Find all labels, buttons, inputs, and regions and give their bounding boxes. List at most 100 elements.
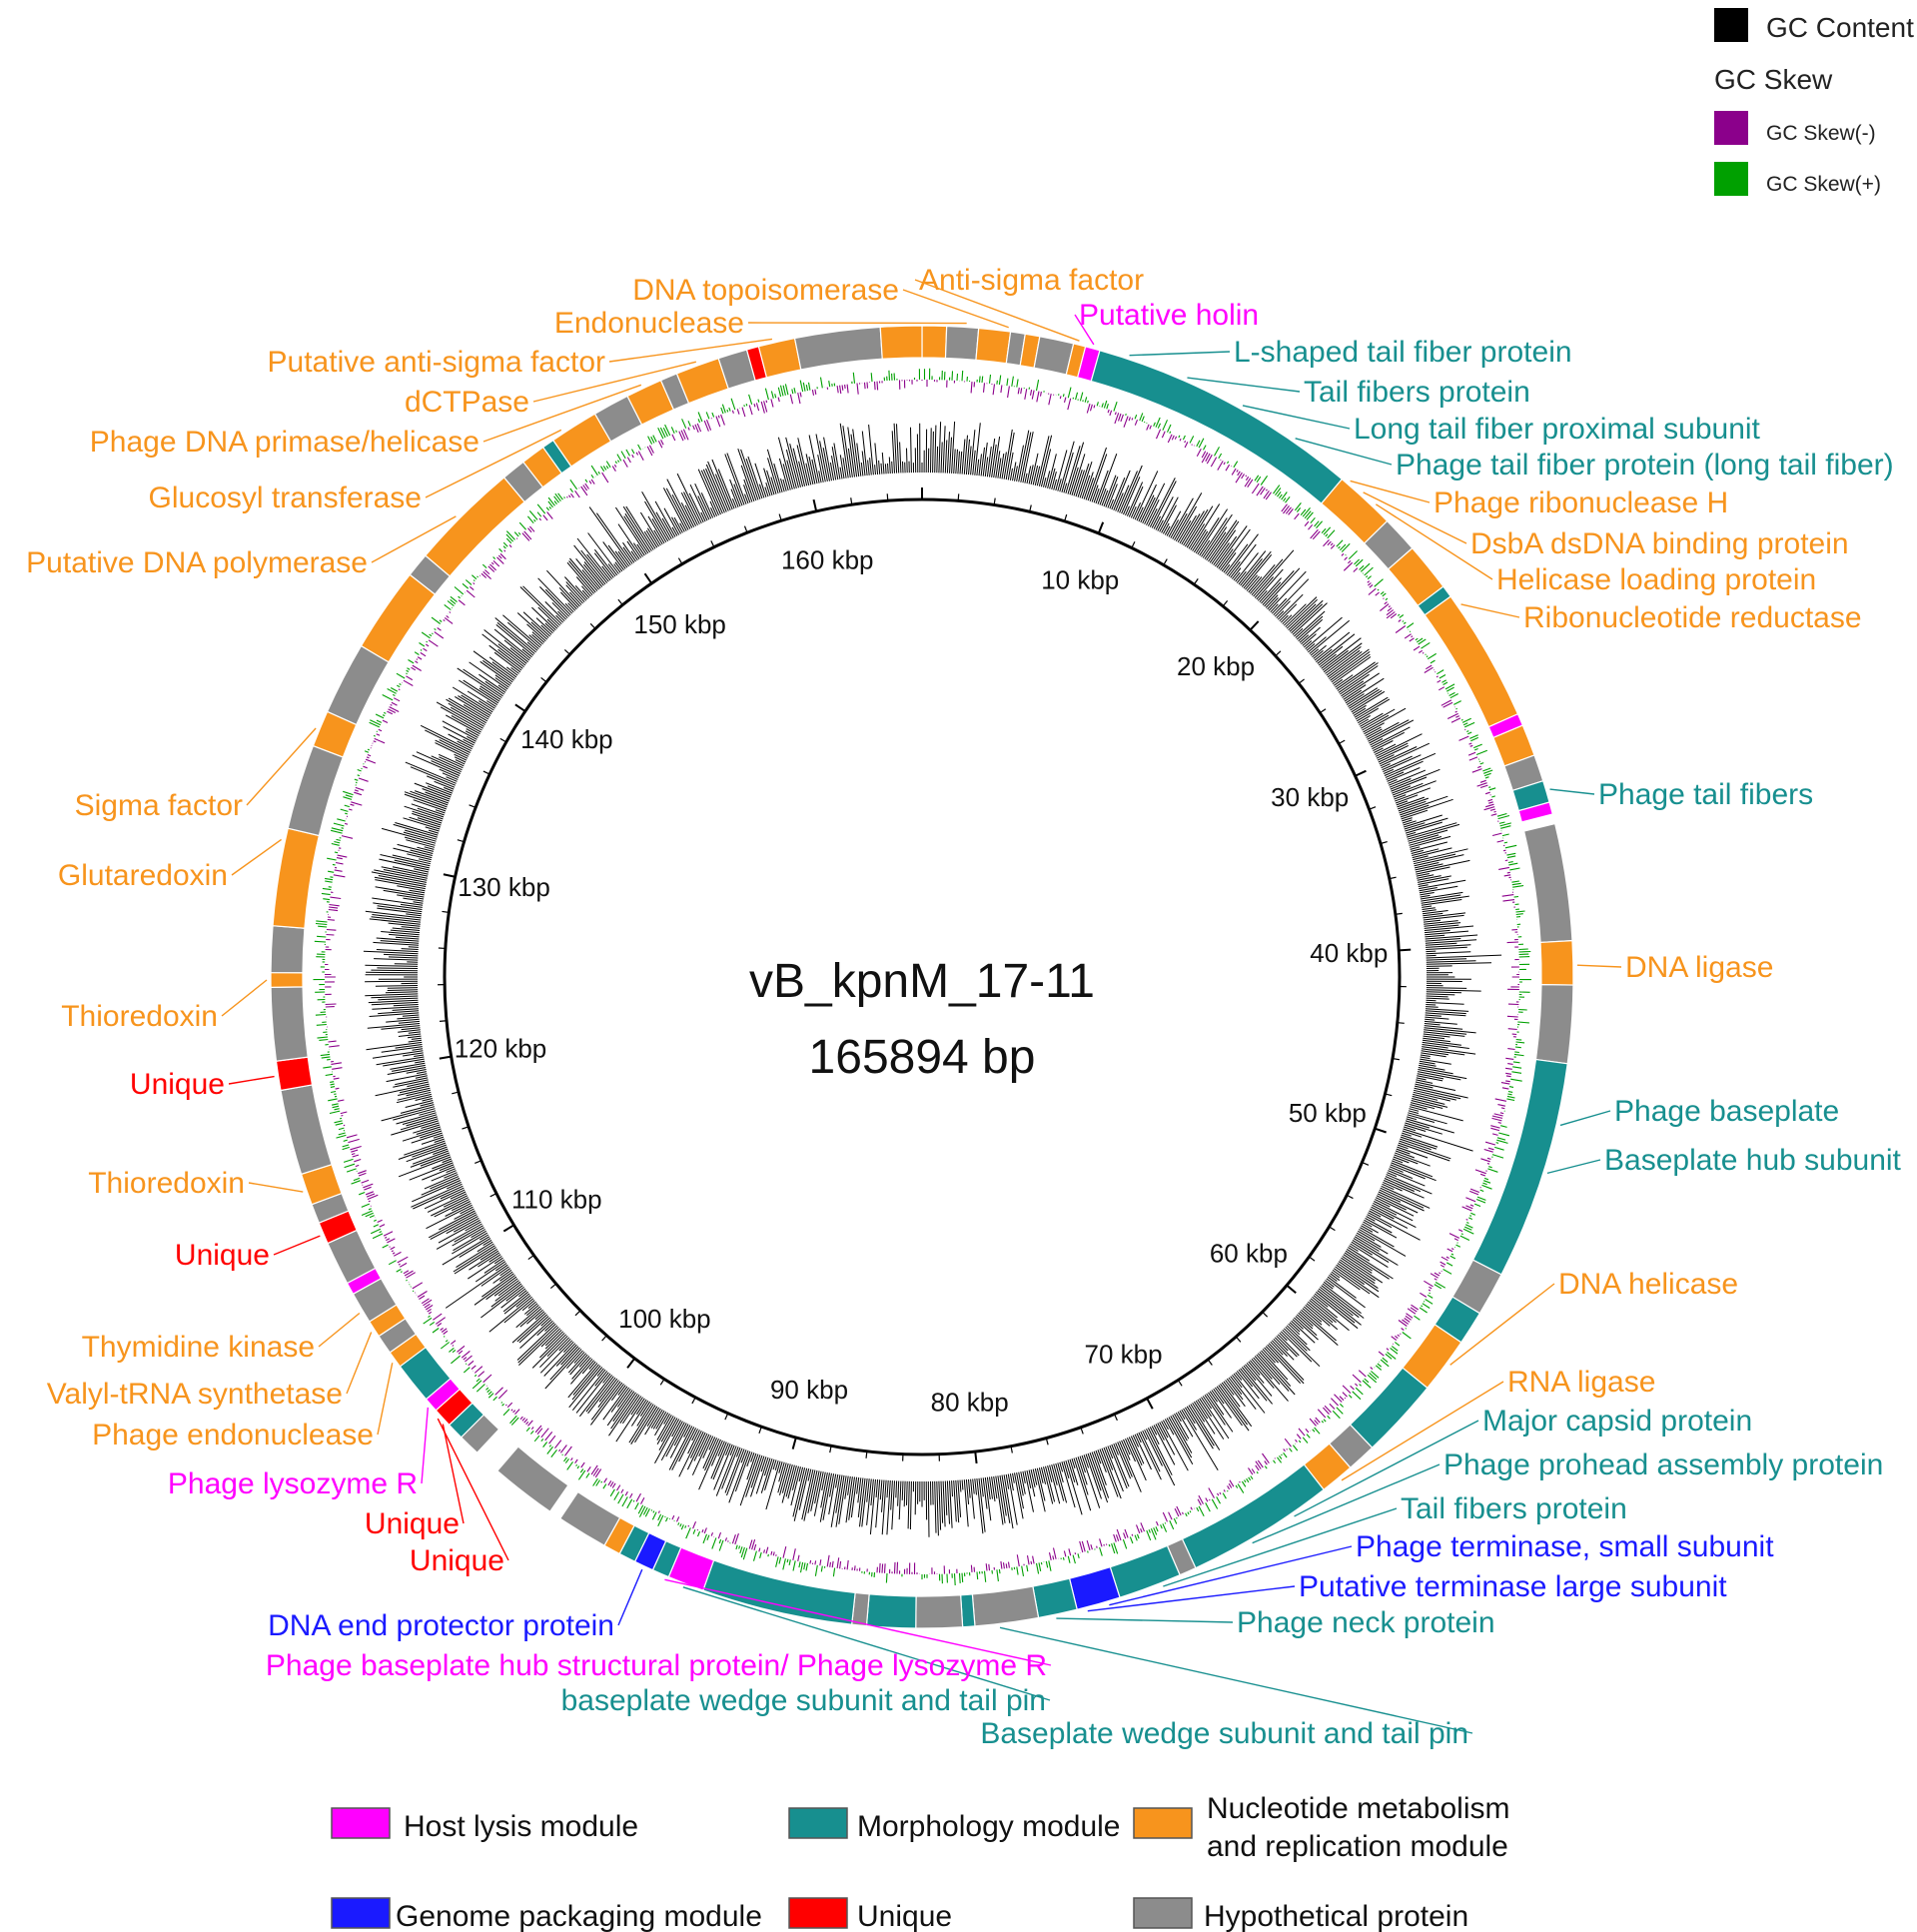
gene-segment-genome-packaging [1068, 1565, 1121, 1610]
gene-segment-hypothetical [270, 925, 306, 974]
annotation-label: Glutaredoxin [58, 859, 228, 892]
major-tick [1399, 948, 1412, 952]
annotation-leader [1074, 314, 1095, 346]
annotation-label: DNA topoisomerase [632, 274, 899, 307]
annotation-leader [1576, 964, 1622, 968]
annotation-label: DNA helicase [1558, 1268, 1738, 1301]
annotation-leader [999, 1626, 1473, 1734]
gene-segment-morphology [865, 1593, 917, 1629]
annotation-label: L-shaped tail fiber protein [1234, 336, 1572, 369]
major-tick [643, 572, 653, 584]
module-legend: Host lysis module Morphology module Nucl… [331, 1792, 1509, 1932]
gc-skew-plus-plot [313, 368, 1532, 1586]
gene-segment-hypothetical [1522, 822, 1573, 944]
gene-segment-nucleotide [975, 327, 1012, 365]
nucleotide-swatch [1133, 1807, 1193, 1839]
annotation-leader [425, 429, 562, 498]
host-lysis-swatch [331, 1807, 391, 1839]
annotation-label: Phage tail fiber protein (long tail fibe… [1396, 449, 1894, 482]
gene-segment-hypothetical [270, 986, 309, 1062]
gene-segment-nucleotide [425, 477, 526, 577]
annotation-leader [1056, 1617, 1234, 1623]
nucleotide-label: Nucleotide metabolism [1207, 1792, 1509, 1825]
gene-segment-hypothetical [558, 1490, 621, 1546]
annotation-leader [273, 1235, 321, 1256]
annotation-leader [1295, 438, 1393, 466]
annotation-label: Unique [130, 1068, 225, 1101]
annotation-label: Long tail fiber proximal subunit [1354, 413, 1761, 446]
annotation-leader [682, 1586, 1051, 1701]
major-tick [439, 1055, 452, 1060]
tick-label: 140 kbp [520, 724, 613, 754]
gene-segment-hypothetical [1534, 984, 1574, 1065]
genome-packaging-label: Genome packaging module [396, 1900, 762, 1932]
gene-segment-morphology [702, 1559, 856, 1625]
gc-skew-plus-swatch [1714, 162, 1748, 196]
host-lysis-label: Host lysis module [404, 1810, 638, 1843]
annotation-label: Sigma factor [75, 789, 243, 822]
gene-segment-nucleotide [757, 337, 802, 379]
annotation-label: Tail fibers protein [1304, 376, 1530, 409]
annotation-label: DsbA dsDNA binding protein [1470, 527, 1849, 560]
annotation-leader [1449, 1283, 1555, 1366]
gene-segment-hypothetical [287, 744, 345, 837]
annotation-leader [377, 1363, 394, 1436]
annotation-label: Phage tail fibers [1598, 778, 1813, 811]
annotation-leader [228, 1075, 275, 1085]
major-tick [974, 1450, 978, 1464]
annotation-leader [914, 279, 1080, 342]
annotation-label: DNA ligase [1625, 951, 1773, 984]
tick-label: 100 kbp [618, 1304, 711, 1334]
annotation-label: Endonuclease [554, 307, 744, 340]
annotation-leader [747, 322, 967, 325]
annotation-leader [1252, 1463, 1440, 1544]
annotation-label: Baseplate wedge subunit and tail pin [980, 1717, 1468, 1750]
annotation-label: Phage prohead assembly protein [1443, 1449, 1883, 1481]
annotation-label: Phage neck protein [1237, 1606, 1495, 1639]
gene-segment-hypothetical [280, 1084, 333, 1176]
morphology-swatch [788, 1807, 848, 1839]
annotation-leader [1129, 351, 1231, 357]
annotation-label: Phage terminase, small subunit [1356, 1530, 1774, 1563]
annotation-leader [248, 1182, 304, 1193]
annotation-leader [1546, 1159, 1601, 1175]
tick-label: 20 kbp [1177, 651, 1255, 681]
tick-label: 90 kbp [770, 1375, 848, 1405]
gc-skew-minus-plot [324, 380, 1519, 1575]
gene-segment-nucleotide [1424, 595, 1519, 728]
gc-content-label: GC Content [1766, 12, 1914, 43]
gene-segment-morphology [1471, 1058, 1568, 1276]
gene-segment-nucleotide [272, 827, 321, 929]
annotation-leader [1187, 377, 1301, 393]
tick-label: 40 kbp [1310, 938, 1388, 968]
annotation-leader [482, 384, 642, 443]
annotation-label: Putative anti-sigma factor [268, 346, 605, 379]
major-tick [443, 873, 456, 878]
annotation-label: Phage baseplate hub structural protein/ … [266, 1649, 1047, 1682]
annotation-label: Unique [410, 1544, 504, 1577]
annotation-label: dCTPase [405, 386, 529, 419]
annotation-label: Ribonucleotide reductase [1523, 601, 1862, 634]
annotation-label: Phage baseplate [1614, 1095, 1839, 1128]
annotation-label: baseplate wedge subunit and tail pin [561, 1684, 1046, 1717]
genome-length: 165894 bp [809, 1031, 1036, 1084]
gene-segment-hypothetical [915, 1594, 964, 1629]
annotation-leader [1294, 1420, 1479, 1517]
gene-segment-hypothetical [944, 325, 980, 362]
annotation-label: Putative holin [1079, 299, 1259, 332]
annotation-leader [1163, 1507, 1398, 1587]
genome-packaging-swatch [331, 1897, 391, 1929]
gc-legend: GC Content GC Skew GC Skew(-) GC Skew(+) [1714, 8, 1914, 196]
gene-segment-nucleotide [921, 325, 948, 360]
tick-label: 70 kbp [1085, 1340, 1163, 1370]
unique-label: Unique [857, 1900, 952, 1932]
tick-label: 110 kbp [511, 1184, 602, 1214]
gene-segment-hypothetical [971, 1585, 1040, 1627]
gene-segment-hypothetical [793, 326, 883, 371]
gc-content-track [363, 421, 1502, 1537]
annotation-label: RNA ligase [1507, 1366, 1655, 1399]
annotation-label: Unique [175, 1239, 270, 1272]
annotation-leader [318, 1312, 361, 1348]
